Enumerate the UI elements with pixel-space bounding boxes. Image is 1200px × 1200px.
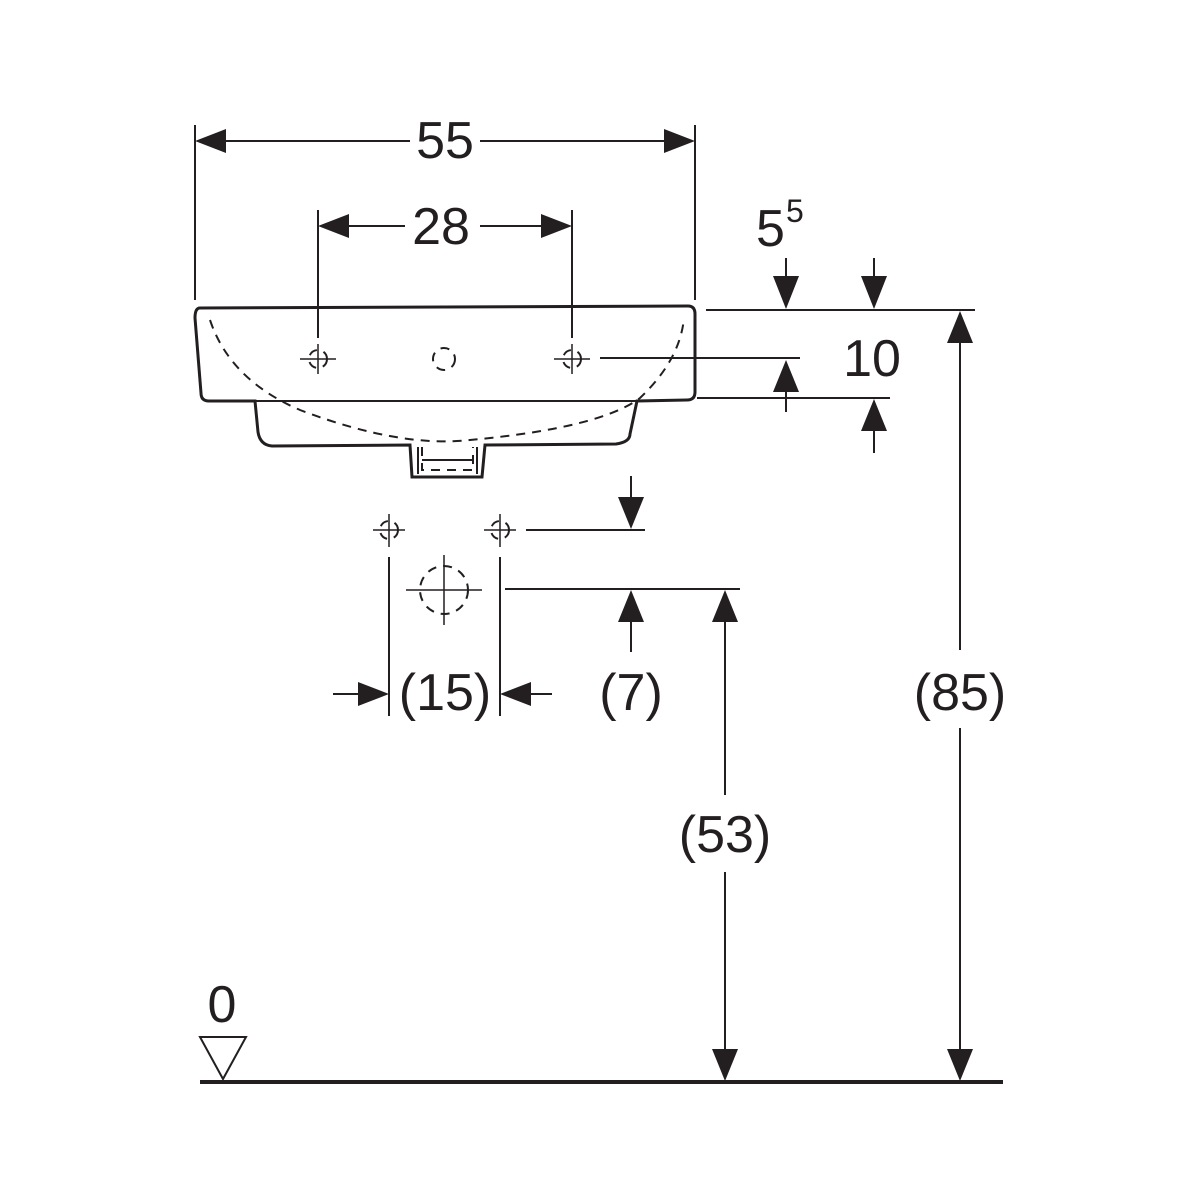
- dimension-waste-height: (53): [679, 590, 771, 1081]
- floor-level-label: 0: [208, 976, 237, 1034]
- waste-height-label: (53): [679, 806, 771, 864]
- waste-connection: [406, 555, 482, 625]
- dimension-supply-to-waste: (7): [505, 476, 740, 722]
- floor-level-marker-icon: [198, 1036, 248, 1082]
- tap-hole-center: [432, 347, 456, 371]
- rim-offset-superscript: 5: [786, 193, 804, 229]
- overall-width-label: 55: [416, 112, 474, 170]
- tap-holes: [300, 344, 590, 374]
- tap-hole-spacing-label: 28: [412, 198, 470, 256]
- rim-offset-base: 5: [756, 200, 785, 258]
- supply-spacing-label: (15): [399, 664, 491, 722]
- basin-body-outline: [193, 304, 697, 479]
- supply-connection-left: [373, 514, 405, 547]
- basin-bowl-dashed: [209, 317, 685, 443]
- dimension-rim-offset: 5 5: [706, 193, 975, 311]
- dimension-basin-height: 10: [600, 330, 901, 453]
- dimension-supply-spacing: (15): [333, 557, 552, 722]
- dimension-rim-height: (85): [914, 311, 1006, 1081]
- tap-hole-right: [554, 344, 590, 374]
- waste-outlet-inner: [417, 447, 478, 474]
- tap-hole-left: [300, 344, 336, 374]
- dimension-tap-hole-spacing: 28: [317, 198, 573, 338]
- rim-offset-label: 5: [756, 200, 785, 258]
- waste-outlet-dashed: [421, 447, 474, 471]
- dimension-overall-width: 55: [194, 112, 696, 300]
- supply-to-waste-label: (7): [599, 664, 663, 722]
- washbasin-front-view: [193, 304, 697, 479]
- supply-connections: [373, 514, 516, 625]
- basin-height-label: 10: [843, 330, 901, 388]
- floor-level: 0: [198, 976, 1003, 1084]
- rim-height-label: (85): [914, 664, 1006, 722]
- supply-connection-right: [484, 514, 516, 547]
